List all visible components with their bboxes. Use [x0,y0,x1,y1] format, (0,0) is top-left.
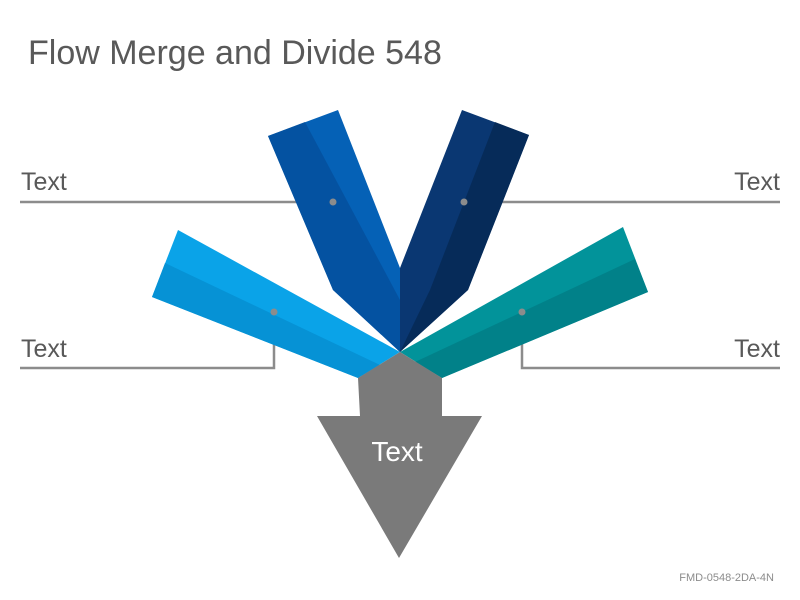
label-top-right: Text [734,168,780,196]
dot-top-left [329,198,337,206]
dot-top-right [460,198,468,206]
page-title: Flow Merge and Divide 548 [28,34,442,72]
connector-dots [270,198,526,316]
band-blue [268,110,400,352]
dot-bottom-right [518,308,526,316]
merge-arrow [317,352,482,558]
arrow-label: Text [371,436,423,467]
footer-code: FMD-0548-2DA-4N [679,572,774,584]
label-bottom-right: Text [734,335,780,363]
label-top-left: Text [21,168,67,196]
band-navy [400,110,529,352]
band-teal [400,227,648,378]
label-bottom-left: Text [21,335,67,363]
band-light-blue [152,230,400,378]
dot-bottom-left [270,308,278,316]
